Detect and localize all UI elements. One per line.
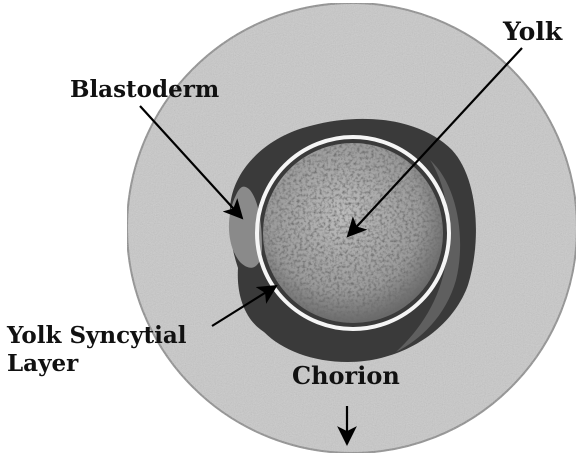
ysl-label-line1: Yolk Syncytial [6,322,187,349]
blastoderm-label: Blastoderm [70,76,219,103]
yolk-label: Yolk [502,17,563,46]
ysl-label-line2: Layer [7,350,79,377]
chorion-label: Chorion [292,361,400,390]
yolk [263,143,443,323]
